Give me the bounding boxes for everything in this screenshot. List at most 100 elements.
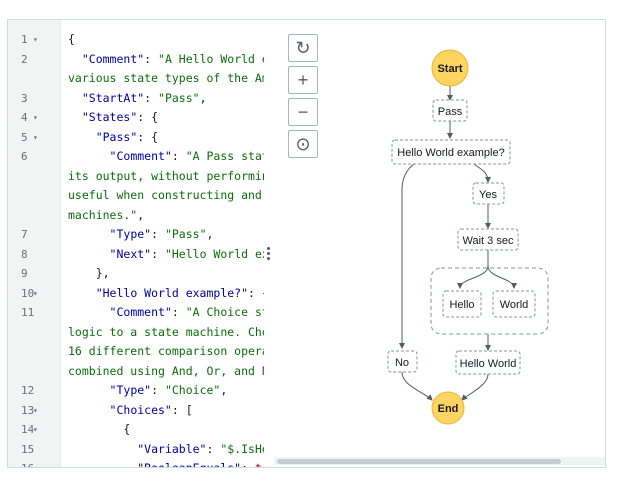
- code-line[interactable]: 11 "Comment": "A Choice state: [21, 303, 264, 323]
- zoom-in-button[interactable]: +: [288, 66, 318, 94]
- fold-toggle-icon[interactable]: ▾: [33, 132, 38, 142]
- code-token: [68, 461, 137, 467]
- code-token: "Choice": [164, 383, 221, 397]
- edge-helloworld-end: [461, 373, 489, 401]
- code-token: :: [151, 383, 165, 397]
- line-number-gutter: [8, 20, 61, 467]
- code-token: :: [171, 305, 186, 319]
- code-line[interactable]: 15 "Variable": "$.IsHello: [21, 440, 264, 460]
- code-line[interactable]: combined using And, Or, and Not: [68, 362, 264, 382]
- code-token: [68, 149, 110, 163]
- refresh-button[interactable]: ↻: [288, 34, 318, 62]
- code-line[interactable]: 16 "BooleanEquals": true: [21, 459, 264, 467]
- code-token: logic to a state machine. Choice: [68, 324, 264, 339]
- code-token: [68, 383, 110, 397]
- code-line[interactable]: 16 different comparison operator: [68, 342, 264, 362]
- state-hello[interactable]: Hello: [442, 290, 482, 318]
- code-line[interactable]: 7 "Type": "Pass",: [21, 225, 264, 245]
- code-token: : [: [171, 402, 193, 417]
- code-token: "Hello World examp: [164, 246, 264, 261]
- code-line[interactable]: various state types of the Amazo: [68, 69, 264, 89]
- code-line[interactable]: 14▾ {: [21, 420, 264, 440]
- parallel-container: [430, 267, 549, 335]
- code-token: "Pass": [164, 227, 207, 241]
- code-token: "Pass": [95, 129, 138, 144]
- code-token: {: [68, 32, 75, 46]
- fold-toggle-icon[interactable]: ▾: [33, 288, 38, 298]
- state-end[interactable]: End: [431, 391, 465, 425]
- edge-parallel-hello: [457, 265, 489, 289]
- center-button[interactable]: ⊙: [288, 130, 318, 158]
- horizontal-scrollbar[interactable]: [274, 457, 605, 465]
- code-line[interactable]: 12 "Type": "Choice",: [21, 381, 264, 401]
- code-token: "Comment": [109, 149, 172, 163]
- code-line[interactable]: 5▾ "Pass": {: [21, 128, 264, 148]
- code-token: "Comment": [109, 305, 172, 319]
- code-line[interactable]: 3 "StartAt": "Pass",: [21, 89, 264, 109]
- code-line[interactable]: 6 "Comment": "A Pass state p: [21, 147, 264, 167]
- code-token: "Pass": [158, 90, 200, 105]
- code-line[interactable]: 13▾ "Choices": [: [21, 401, 264, 421]
- line-number: 15: [21, 442, 35, 456]
- state-choice-label: Hello World example?: [397, 147, 504, 159]
- line-number: 1: [21, 33, 28, 46]
- code-line[interactable]: 4▾ "States": {: [21, 108, 264, 128]
- state-start-label: Start: [437, 63, 462, 75]
- state-world[interactable]: World: [492, 290, 536, 318]
- code-line[interactable]: useful when constructing and deb: [68, 186, 264, 206]
- refresh-icon: ↻: [295, 37, 311, 58]
- code-line[interactable]: 10▾ "Hello World example?": {: [21, 284, 264, 304]
- code-token: "A Hello World exam: [158, 51, 264, 66]
- scrollbar-thumb[interactable]: [277, 459, 561, 464]
- code-token: : {: [137, 110, 159, 124]
- workflow-graph[interactable]: ↻ + − ⊙ Start: [274, 20, 605, 467]
- fold-toggle-icon[interactable]: ▾: [33, 425, 38, 434]
- state-no-label: No: [395, 357, 409, 369]
- code-token: "Type": [109, 227, 152, 241]
- code-content[interactable]: 1 ▾ {2 "Comment": "A Hello World examvario…: [21, 30, 264, 467]
- plus-icon: +: [297, 69, 309, 90]
- state-world-label: World: [500, 299, 529, 311]
- minus-icon: −: [297, 101, 309, 122]
- code-line[interactable]: logic to a state machine. Choice: [68, 323, 264, 343]
- code-token: "Type": [109, 383, 152, 397]
- code-line[interactable]: its output, without performing w: [68, 167, 264, 187]
- state-yes-label: Yes: [479, 189, 497, 201]
- code-editor[interactable]: 1 ▾ {2 "Comment": "A Hello World examvario…: [8, 20, 264, 467]
- target-icon: ⊙: [295, 133, 311, 154]
- code-token: "Choices": [109, 402, 172, 417]
- state-hello-label: Hello: [449, 299, 474, 311]
- state-choice[interactable]: Hello World example?: [391, 139, 511, 165]
- state-wait-label: Wait 3 sec: [463, 235, 514, 247]
- line-number: 11: [21, 306, 35, 319]
- state-wait[interactable]: Wait 3 sec: [457, 228, 519, 251]
- state-hello-world-label: Hello World: [460, 358, 517, 370]
- state-hello-world[interactable]: Hello World: [455, 350, 521, 375]
- code-line[interactable]: machines.",: [68, 206, 264, 226]
- code-token: [68, 442, 137, 456]
- code-token: :: [144, 90, 159, 105]
- code-token: "Variable": [137, 441, 207, 456]
- code-line[interactable]: 2 "Comment": "A Hello World exam: [21, 50, 264, 70]
- code-token: [68, 247, 110, 261]
- zoom-out-button[interactable]: −: [288, 98, 318, 126]
- state-pass[interactable]: Pass: [432, 99, 468, 122]
- code-token: true: [255, 461, 264, 467]
- drag-handle-icon[interactable]: [267, 245, 271, 262]
- fold-toggle-icon[interactable]: ▾: [33, 35, 38, 44]
- code-token: "A Choice state: [185, 305, 264, 319]
- fold-toggle-icon[interactable]: ▾: [33, 405, 38, 415]
- code-line[interactable]: 9 },: [21, 264, 264, 284]
- code-token: combined using And, Or, and Not: [68, 363, 264, 378]
- fold-toggle-icon[interactable]: ▾: [33, 113, 38, 122]
- code-line[interactable]: 1 ▾ {: [21, 30, 264, 50]
- state-start[interactable]: Start: [431, 49, 469, 87]
- code-line[interactable]: 8 "Next": "Hello World examp: [21, 245, 264, 265]
- state-yes[interactable]: Yes: [472, 182, 505, 205]
- code-token: "A Pass state p: [185, 149, 264, 163]
- code-token: "States": [81, 110, 138, 124]
- edge-no-end: [401, 371, 433, 401]
- code-token: : {: [248, 285, 264, 300]
- state-no[interactable]: No: [387, 350, 418, 373]
- code-token: "$.IsHello: [220, 441, 264, 456]
